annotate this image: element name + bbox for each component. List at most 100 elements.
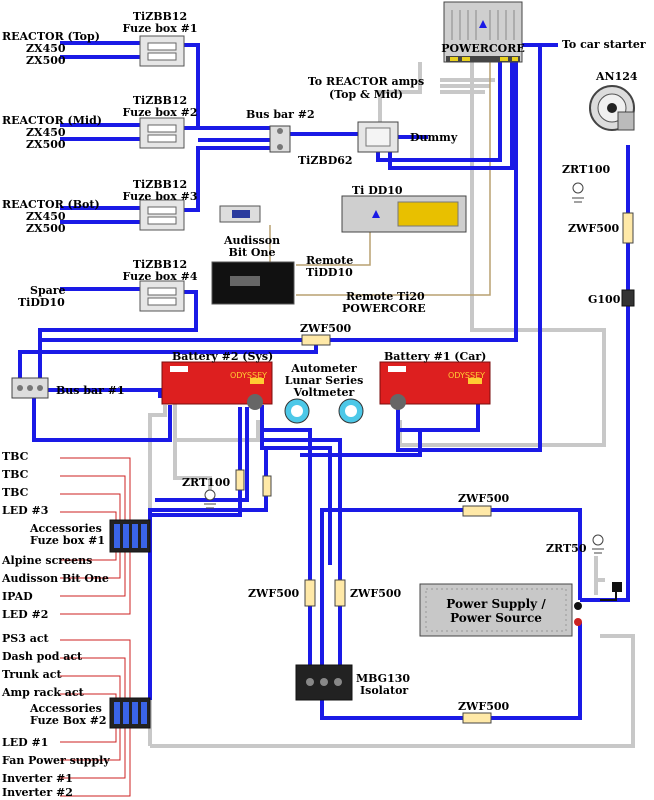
remote-tidd10-line2: TiDD10 [306, 266, 353, 279]
zwf500-right2-label: ZWF500 [350, 587, 402, 600]
audisson-line2: Bit One [228, 246, 276, 259]
voltmeter-1-icon [284, 398, 310, 424]
bus-bar-1-label: Bus bar #1 [56, 384, 125, 397]
acc1-item-2: TBC [2, 468, 29, 481]
spare-model: TiDD10 [18, 296, 65, 309]
acc2-item-6: Fan Power supply [2, 754, 110, 767]
acc1-item-4: LED #3 [2, 504, 49, 517]
zrt100-top-ground-icon [572, 182, 584, 203]
isolator-line2: Isolator [360, 684, 409, 697]
g100-ground-icon [621, 289, 635, 307]
signal-wires [269, 62, 491, 296]
to-reactor-amps-line2: (Top & Mid) [329, 88, 403, 101]
acc2-item-7: Inverter #1 [2, 772, 73, 785]
reactor-bot-model-2: ZX500 [26, 222, 66, 235]
power-supply-line1: Power Supply / [446, 597, 546, 611]
to-car-starter: To car starter [562, 38, 646, 51]
accessories-fuze-box-1 [109, 519, 151, 553]
reactor-mid-title: REACTOR (Mid) [2, 114, 103, 127]
acc2-item-5: LED #1 [2, 736, 49, 749]
zrt100-mid-ground-icon [204, 489, 216, 509]
reactor-top-title: REACTOR (Top) [2, 30, 100, 43]
fuse-small-1 [235, 469, 245, 491]
zwf500-mid-label: ZWF500 [458, 492, 510, 505]
acc-box-1-line2: Fuze box #1 [30, 534, 105, 547]
fuze-box-2 [139, 117, 185, 149]
fuze-box-1-model: TiZBB12 [132, 10, 188, 23]
battery-2-sys [161, 361, 273, 410]
battery-2-title: Battery #2 (Sys) [172, 350, 274, 363]
tidd10-label: Ti DD10 [352, 184, 403, 197]
acc1-item-7: IPAD [2, 590, 33, 603]
fuse-zwf500-bottom [462, 712, 492, 724]
isolator-line1: MBG130 [356, 672, 411, 685]
powercore-amplifier [443, 1, 523, 63]
power-supply-line2: Power Source [450, 611, 542, 625]
acc2-item-4: Amp rack act [2, 686, 84, 699]
acc1-item-8: LED #2 [2, 608, 49, 621]
remote-ti20-line2: POWERCORE [342, 302, 426, 315]
remote-tidd10-line1: Remote [306, 254, 354, 267]
to-reactor-amps-line1: To REACTOR amps [307, 75, 425, 88]
voltmeter-line2: Lunar Series [284, 374, 364, 387]
acc1-item-6: Audisson Bit One [2, 572, 109, 585]
acc2-item-8: Inverter #2 [2, 786, 73, 799]
zrt50-label: ZRT50 [546, 542, 587, 555]
battery-1-title: Battery #1 (Car) [384, 350, 487, 363]
tidd10-amplifier [341, 195, 467, 233]
fuze-box-3-model: TiZBB12 [132, 178, 188, 191]
fuze-box-4-name: Fuze box #4 [122, 270, 198, 283]
reactor-mid-model-2: ZX500 [26, 138, 66, 151]
fuze-box-2-model: TiZBB12 [132, 94, 188, 107]
acc-box-2-line1: Accessories [30, 702, 102, 715]
reactor-mid-model-1: ZX450 [26, 126, 66, 139]
bus-bar-1 [11, 377, 49, 399]
powercore-label: POWERCORE [441, 42, 525, 55]
fuze-box-4 [139, 280, 185, 312]
battery-1-brand: ODYSSEY [448, 371, 485, 380]
tizbd62-label: TiZBD62 [298, 154, 353, 167]
an124-label: AN124 [596, 70, 638, 83]
battery-2-brand: ODYSSEY [230, 371, 267, 380]
fuze-box-1 [139, 35, 185, 67]
audisson-bit-one [211, 205, 295, 305]
acc1-item-1: TBC [2, 450, 29, 463]
remote-ti20-line1: Remote Ti20 [346, 290, 425, 303]
zrt100-top-label: ZRT100 [562, 163, 611, 176]
voltmeter-line3: Voltmeter [293, 386, 355, 399]
fuse-zwf500-left [304, 579, 316, 607]
reactor-bot-title: REACTOR (Bot) [2, 198, 100, 211]
spare-title: Spare [30, 284, 66, 297]
mbg130-isolator [295, 664, 353, 701]
fuse-zwf500-right [622, 212, 634, 244]
zwf500-top-label: ZWF500 [300, 322, 352, 335]
g100-label: G100 [588, 293, 621, 306]
fuse-zwf500-right2 [334, 579, 346, 607]
power-supply [419, 582, 622, 637]
bus-bar-2 [269, 125, 291, 153]
accessories-fuze-box-2 [109, 697, 151, 729]
tizbd62-distribution-block [357, 121, 399, 153]
acc1-item-5: Alpine screens [2, 554, 93, 567]
fuse-small-2 [262, 475, 272, 497]
acc-box-2-line2: Fuze Box #2 [30, 714, 107, 727]
zwf500-right-label: ZWF500 [568, 222, 620, 235]
voltmeter-line1: Autometer [291, 362, 357, 375]
zwf500-bottom-label: ZWF500 [458, 700, 510, 713]
zrt50-ground-icon [592, 534, 604, 554]
voltmeter-2-icon [338, 398, 364, 424]
audisson-line1: Audisson [223, 234, 281, 247]
fuse-zwf500-top [301, 334, 331, 346]
an124-alternator-icon [589, 85, 635, 131]
fuze-box-3-name: Fuze box #3 [122, 190, 198, 203]
reactor-top-model-2: ZX500 [26, 54, 66, 67]
acc-box-1-line1: Accessories [30, 522, 102, 535]
fuze-box-4-model: TiZBB12 [132, 258, 188, 271]
reactor-top-model-1: ZX450 [26, 42, 66, 55]
zrt100-mid-label: ZRT100 [182, 476, 231, 489]
fuze-box-1-name: Fuze box #1 [122, 22, 198, 35]
acc2-item-1: PS3 act [2, 632, 49, 645]
fuze-box-2-name: Fuze box #2 [122, 106, 198, 119]
bus-bar-2-label: Bus bar #2 [246, 108, 315, 121]
